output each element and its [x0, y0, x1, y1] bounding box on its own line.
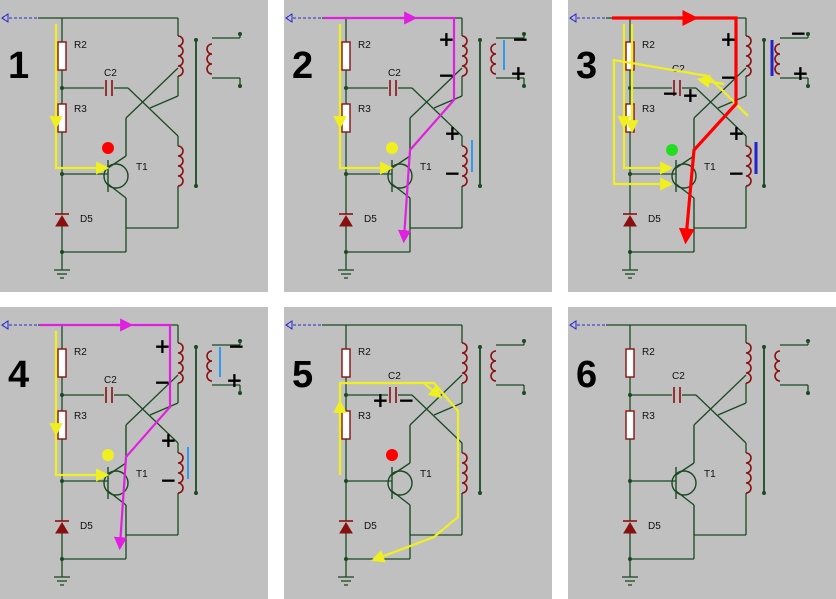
- minus-sign: −: [444, 161, 461, 185]
- label-r2: R2: [358, 40, 371, 51]
- plus-sign: +: [444, 121, 461, 145]
- plus-sign: +: [226, 368, 243, 392]
- label-t1: T1: [704, 162, 716, 173]
- step-number: 5: [292, 354, 313, 396]
- led-indicator-green: [666, 144, 678, 156]
- label-d5: D5: [364, 214, 377, 225]
- label-c2: C2: [104, 68, 117, 79]
- label-r3: R3: [642, 104, 655, 115]
- plus-sign: +: [154, 334, 171, 358]
- label-t1: T1: [704, 469, 716, 480]
- label-c2: C2: [388, 68, 401, 79]
- base-current-arrow: [622, 124, 674, 175]
- plus-sign: +: [160, 428, 177, 452]
- label-d5: D5: [364, 521, 377, 532]
- plus-sign: +: [510, 61, 527, 85]
- base-current-arrow: [54, 431, 110, 482]
- panel-2: 2 R2 R3 C2 T1 D5 + − + − − +: [284, 0, 552, 292]
- label-r2: R2: [358, 347, 371, 358]
- minus-sign: −: [154, 370, 171, 394]
- step-number: 2: [292, 45, 313, 87]
- label-r3: R3: [74, 104, 87, 115]
- minus-sign: −: [662, 81, 679, 105]
- label-c2: C2: [672, 64, 685, 75]
- plus-sign: +: [682, 83, 699, 107]
- step-number: 1: [8, 45, 29, 87]
- minus-sign: −: [160, 468, 177, 492]
- minus-sign: −: [228, 334, 245, 358]
- minus-sign: −: [720, 65, 737, 89]
- label-r2: R2: [74, 40, 87, 51]
- minus-sign: −: [728, 161, 745, 185]
- led-indicator-yellow: [102, 449, 114, 461]
- label-d5: D5: [80, 214, 93, 225]
- panel-1: 1 R2 R3 C2 T1 D5: [0, 0, 268, 292]
- plus-sign: +: [438, 27, 455, 51]
- base-current-arrow: [338, 124, 394, 175]
- label-r3: R3: [358, 411, 371, 422]
- plus-sign: +: [728, 121, 745, 145]
- led-indicator-yellow: [386, 142, 398, 154]
- label-t1: T1: [136, 162, 148, 173]
- plus-sign: +: [372, 388, 389, 412]
- label-r2: R2: [642, 40, 655, 51]
- label-r2: R2: [642, 347, 655, 358]
- led-indicator-red: [386, 449, 398, 461]
- step-number: 4: [8, 354, 29, 396]
- label-r3: R3: [642, 411, 655, 422]
- label-c2: C2: [104, 375, 117, 386]
- panel-6: 6 R2 R3 C2 T1 D5: [568, 307, 836, 599]
- minus-sign: −: [438, 63, 455, 87]
- label-r2: R2: [74, 347, 87, 358]
- label-d5: D5: [648, 521, 661, 532]
- minus-sign: −: [512, 27, 529, 51]
- label-r3: R3: [74, 411, 87, 422]
- label-c2: C2: [672, 371, 685, 382]
- panel-5: 5 R2 R3 C2 T1 D5 + −: [284, 307, 552, 599]
- plus-sign: +: [792, 61, 809, 85]
- plus-sign: +: [720, 27, 737, 51]
- step-number: 3: [576, 45, 597, 87]
- capacitor-discharge-arrow: [612, 58, 749, 191]
- capacitor-recharge-loop-arrow: [338, 381, 460, 563]
- panel-4: 4 R2 R3 C2 T1 D5 + − + − − +: [0, 307, 268, 599]
- step-number: 6: [576, 354, 597, 396]
- label-t1: T1: [420, 162, 432, 173]
- base-current-arrow: [54, 124, 110, 175]
- led-indicator-red: [102, 142, 114, 154]
- label-r3: R3: [358, 104, 371, 115]
- label-t1: T1: [136, 469, 148, 480]
- label-d5: D5: [648, 214, 661, 225]
- label-t1: T1: [420, 469, 432, 480]
- label-c2: C2: [388, 371, 401, 382]
- minus-sign: −: [398, 388, 415, 412]
- label-d5: D5: [80, 521, 93, 532]
- minus-sign: −: [790, 21, 807, 45]
- panel-3: 3 R2 R3 C2 T1 D5 + − + − − + − +: [568, 0, 836, 292]
